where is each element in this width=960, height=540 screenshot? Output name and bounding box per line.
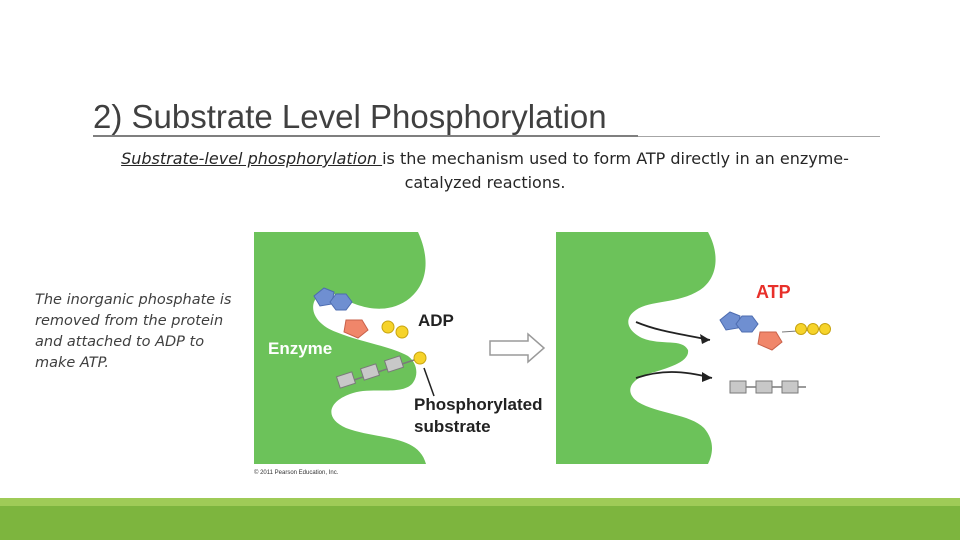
adenine-pentagon-left	[313, 287, 335, 307]
phosphate-adp-1	[381, 320, 395, 334]
copyright-text: © 2011 Pearson Education, Inc.	[254, 469, 339, 476]
reaction-arrow	[489, 332, 546, 364]
definition-term: Substrate-level phosphorylation	[121, 149, 383, 168]
phosphate-atp-1	[795, 323, 807, 335]
adenine-pentagon-right	[719, 311, 741, 331]
substrate-box-3	[383, 355, 405, 373]
free-substrate-box-2	[755, 380, 773, 394]
footer-accent-highlight	[0, 498, 960, 506]
enzyme-shape-right	[556, 232, 716, 464]
substrate-box-2	[359, 363, 381, 381]
free-substrate-box-3	[781, 380, 799, 394]
substrate-box-1	[335, 371, 357, 389]
adp-label: ADP	[418, 311, 454, 330]
phosphate-atp-3	[819, 323, 831, 335]
title-underline	[93, 135, 638, 137]
right-panel: ATP	[556, 232, 831, 464]
enzyme-label: Enzyme	[268, 339, 332, 358]
slide-title: 2) Substrate Level Phosphorylation	[93, 98, 607, 135]
adenine-hexagon-left	[329, 293, 353, 311]
adenine-hexagon-right	[735, 315, 759, 333]
phosphorylation-figure: Enzyme ADP Phosphorylated substrate © 20…	[254, 232, 831, 476]
side-note: The inorganic phosphate is removed from …	[35, 292, 232, 371]
phosphate-atp-2	[807, 323, 819, 335]
phosphate-substrate	[413, 351, 427, 365]
definition-body: is the mechanism used to form ATP direct…	[382, 149, 849, 192]
ribose-right	[757, 331, 783, 351]
atp-label: ATP	[756, 282, 791, 302]
phosphate-adp-2	[395, 325, 409, 339]
definition-text: Substrate-level phosphorylation is the m…	[100, 147, 870, 195]
substrate-label-line2: substrate	[414, 417, 491, 436]
ribose-left	[343, 319, 369, 339]
substrate-label-line1: Phosphorylated	[414, 395, 542, 414]
enzyme-shape-left	[254, 232, 426, 464]
left-panel: Enzyme ADP Phosphorylated substrate © 20…	[254, 232, 542, 476]
product-arrow-top	[635, 321, 711, 341]
free-substrate-box-1	[729, 380, 747, 394]
